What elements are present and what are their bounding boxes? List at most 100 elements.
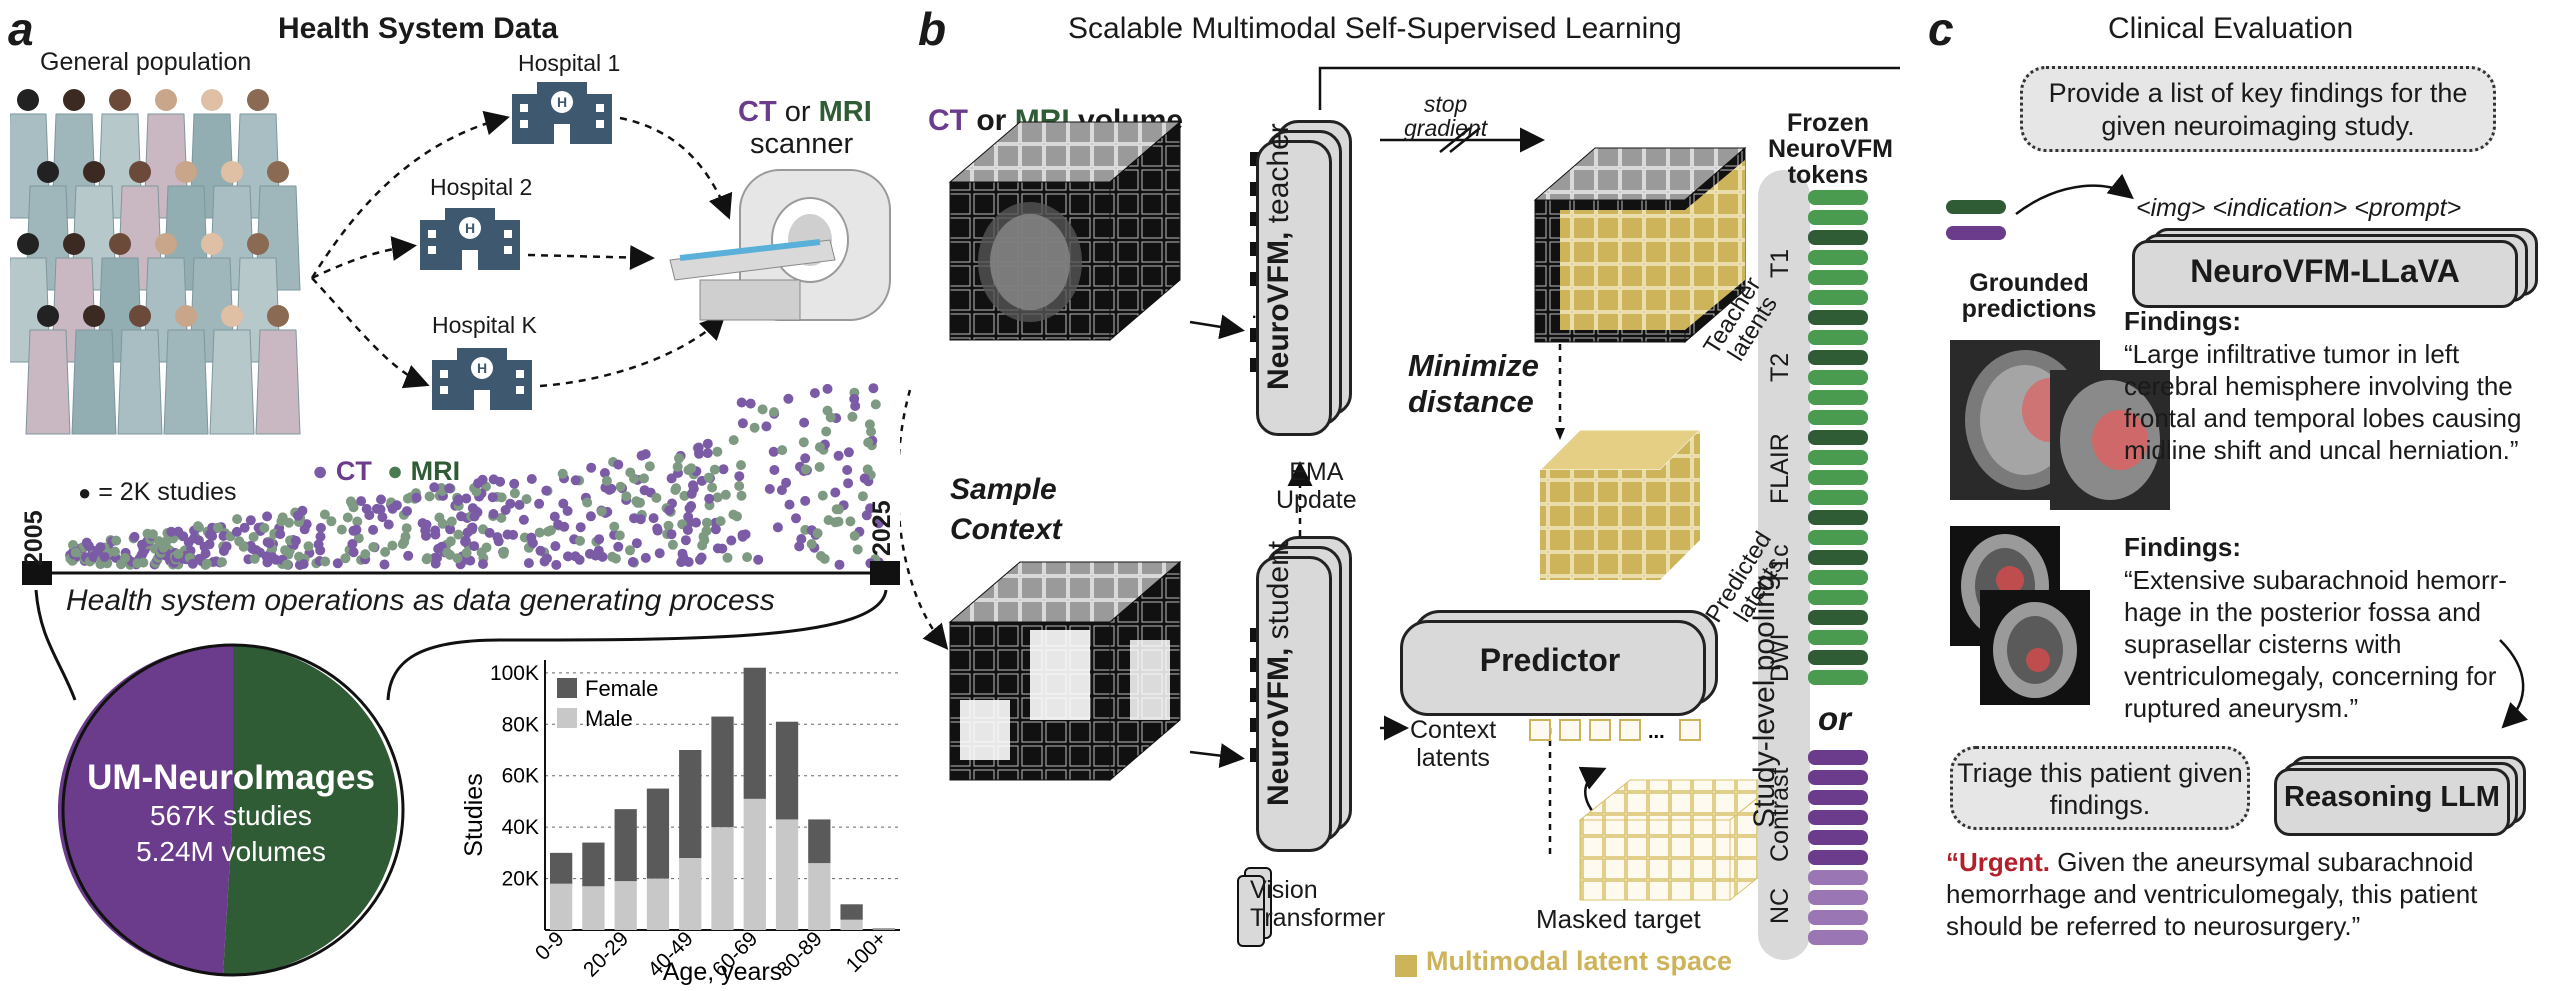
study-dot [245,515,256,526]
study-dot [553,519,564,530]
study-dot [99,551,110,562]
teacher-label: NeuroVFM, teacher [1262,123,1295,390]
study-dot [313,539,324,550]
study-dot [631,496,642,507]
study-dot [277,512,288,523]
study-dot [110,546,120,557]
study-dot [830,487,841,498]
study-dot [342,512,353,523]
study-dot [831,504,842,515]
study-dot [734,481,745,491]
study-dot [461,547,472,558]
context-cube [948,560,1182,782]
context-latents-ellipsis: ... [1648,721,1665,743]
timeline-axis [22,561,900,701]
study-dot [749,422,760,433]
mri-token [1808,350,1868,365]
prompt-tokens: <img> <indication> <prompt> [2136,194,2462,222]
study-dot [111,535,122,546]
population-label: General population [40,48,252,76]
study-dot [231,526,242,537]
hospital-flow-diagram: H H H [310,82,891,410]
context-latent-cubes [1529,719,1701,741]
seq-t2: T2 [1766,352,1794,382]
x-tick-label: 20-29 [579,927,633,981]
mri-token [1808,570,1868,585]
study-dot [707,482,718,493]
panel-b-letter: b [918,3,947,55]
bar-female [872,928,895,930]
study-dot [81,537,92,548]
study-dot [651,492,662,503]
study-dot [521,494,532,505]
study-dot [652,525,663,536]
study-dot [534,498,545,509]
study-dot [686,463,697,474]
study-dot [352,516,363,527]
study-dot [193,521,203,532]
study-dot [332,558,343,569]
teacher-latents-cube [1533,146,1747,344]
study-dot [446,516,457,527]
study-dot [722,552,733,563]
study-dot [761,421,772,432]
study-dot [693,442,704,453]
study-dot [849,530,860,541]
study-dot [814,462,825,472]
mri-token [1808,590,1868,605]
study-dot [682,525,693,535]
llava-box [2132,240,2518,308]
scanner-or: or [784,96,811,128]
panel-a-letter: a [8,3,34,55]
study-dot [500,505,511,515]
study-dot [460,535,471,546]
study-dot [784,499,795,510]
study-dot [526,474,537,484]
legend-swatch-male [557,708,577,728]
ct-token [1808,890,1868,905]
study-dot [432,553,442,563]
study-dot [664,505,675,516]
study-dot [613,459,624,470]
study-dot [627,557,638,567]
study-dot [702,448,713,459]
study-dot [293,510,303,521]
study-dot [859,473,870,484]
study-dot [563,551,573,562]
masked-target-label: Masked target [1536,904,1701,934]
study-dot [514,499,525,510]
study-dot [232,514,243,525]
study-dot [502,529,513,540]
study-dot [640,552,651,563]
study-dot [728,435,739,446]
hospital-2-label: Hospital 2 [430,174,533,200]
panel-b-title: Scalable Multimodal Self-Supervised Lear… [1068,12,1682,45]
person-icon [209,305,255,435]
study-dot [702,438,713,449]
study-dot [204,529,215,540]
dataset-pie [58,643,405,977]
bar-female [840,904,863,920]
study-dot [364,510,375,521]
legend-label-female: Female [585,676,658,701]
study-dot [527,538,538,548]
study-dot [625,467,636,478]
bar-female [711,716,734,828]
study-dot [541,485,552,496]
study-dot [402,506,412,517]
pooling-pill [1758,170,1810,960]
study-dot [821,426,832,437]
study-dot [833,516,844,527]
urgent-recommendation: “Urgent. Given the aneursymal subarachno… [1946,846,2536,942]
study-dot [379,559,390,570]
study-dot [187,558,198,569]
y-axis-label: Studies [460,773,488,856]
study-dot [809,388,820,399]
study-dot [340,553,351,564]
study-dot [644,461,655,472]
study-dot [582,497,593,508]
legend-ct-dot-icon: ● [312,456,329,486]
ct-token [1808,850,1868,865]
ct-token [1808,930,1868,945]
